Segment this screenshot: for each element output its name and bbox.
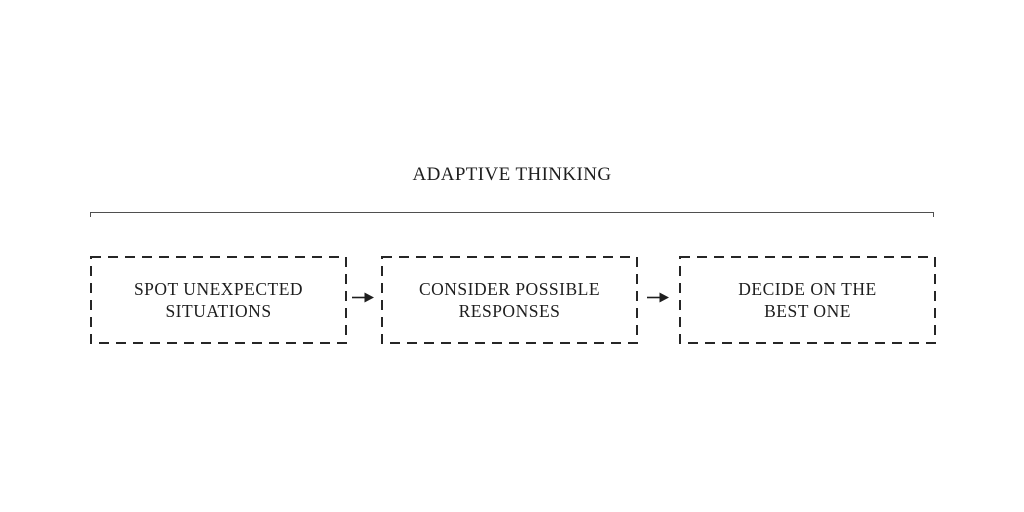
step-label-line1: DECIDE ON THE bbox=[738, 279, 877, 299]
dashed-border bbox=[90, 256, 347, 344]
step-label: CONSIDER POSSIBLE RESPONSES bbox=[381, 256, 638, 344]
step-label-line2: SITUATIONS bbox=[165, 301, 272, 321]
step-box-decide-on-the-best-one: DECIDE ON THE BEST ONE bbox=[679, 256, 936, 344]
arrow-right-icon bbox=[351, 290, 375, 305]
step-label-line1: SPOT UNEXPECTED bbox=[133, 279, 304, 299]
step-label: DECIDE ON THE BEST ONE bbox=[679, 256, 936, 344]
bracket-line bbox=[90, 212, 934, 217]
step-label: SPOT UNEXPECTED SITUATIONS bbox=[90, 256, 347, 344]
diagram-title: ADAPTIVE THINKING bbox=[412, 164, 612, 185]
dashed-border bbox=[679, 256, 936, 344]
dashed-border bbox=[381, 256, 638, 344]
step-box-spot-unexpected-situations: SPOT UNEXPECTED SITUATIONS bbox=[90, 256, 347, 344]
step-label-line2: RESPONSES bbox=[458, 301, 561, 321]
step-label-line2: BEST ONE bbox=[764, 301, 851, 321]
arrow-right-icon bbox=[646, 290, 670, 305]
step-box-consider-possible-responses: CONSIDER POSSIBLE RESPONSES bbox=[381, 256, 638, 344]
step-label-line1: CONSIDER POSSIBLE bbox=[418, 279, 601, 299]
